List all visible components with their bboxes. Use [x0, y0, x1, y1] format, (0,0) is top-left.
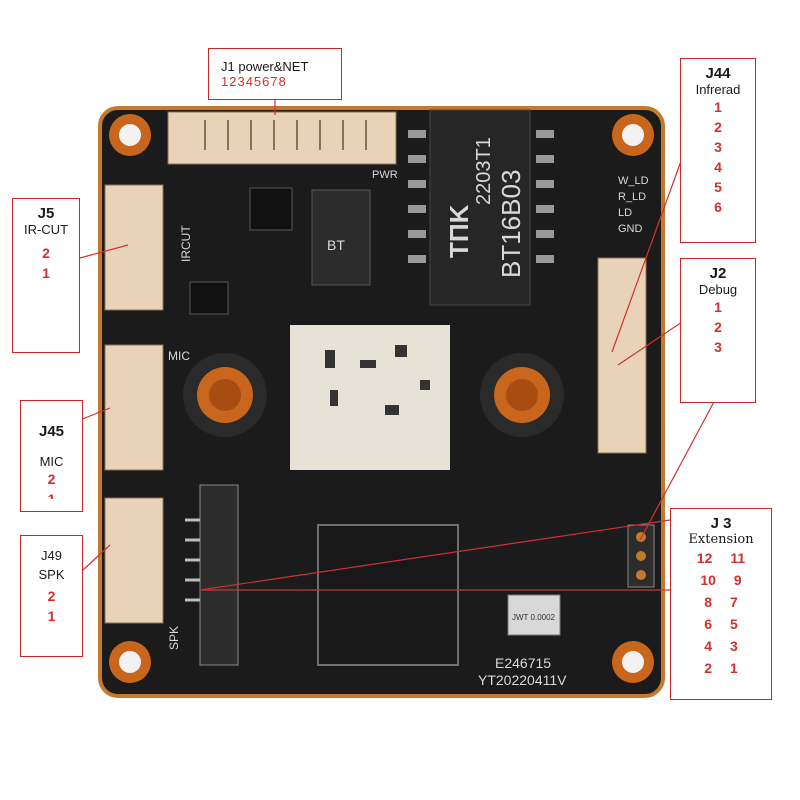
j5-subtitle: IR-CUT — [23, 222, 69, 237]
mounting-hole — [109, 641, 151, 683]
j45-connector — [104, 344, 164, 471]
j2-callout: J2 Debug 1 2 3 — [680, 258, 756, 403]
spk-silkscreen: SPK — [167, 626, 181, 650]
diode-label: BT — [327, 237, 345, 253]
j5-pin: 2 — [42, 245, 50, 261]
j2-connector — [597, 257, 647, 454]
j5-title: J5 — [37, 205, 55, 222]
j3-subtitle: Extension — [688, 532, 754, 547]
sensor-area — [290, 325, 450, 470]
j44-pin: 6 — [714, 199, 722, 215]
j49-callout: J49 SPK 2 1 — [20, 535, 83, 657]
j44-pin: 1 — [714, 99, 722, 115]
lens-mount-hole — [480, 353, 564, 437]
j44-subtitle: Infrerad — [695, 82, 741, 97]
gnd-silkscreen: GND — [618, 223, 643, 235]
j49-pin: 1 — [47, 608, 56, 624]
j3-pads — [627, 524, 655, 588]
j2-title: J2 — [709, 265, 727, 282]
ic-chip — [189, 281, 229, 315]
ircut-silkscreen: IRCUT — [179, 225, 193, 262]
j44-pin: 5 — [714, 179, 722, 195]
leader-line — [82, 544, 111, 571]
smd-component — [360, 360, 376, 368]
j5-callout: J5 IR-CUT 2 1 — [12, 198, 80, 353]
j2-subtitle: Debug — [698, 282, 738, 297]
w-ld-silkscreen: W_LD — [618, 175, 649, 187]
mounting-hole — [612, 114, 654, 156]
diode — [311, 189, 371, 286]
j44-title: J44 — [705, 65, 731, 82]
ethernet-transformer — [429, 109, 531, 306]
j45-subtitle: MIC — [39, 454, 64, 469]
smd-component — [385, 405, 399, 415]
smd-component — [330, 390, 338, 406]
ld-silkscreen: LD — [618, 207, 632, 219]
soc-chip — [317, 524, 459, 666]
leader-line — [79, 244, 129, 259]
j49-subtitle: SPK — [38, 567, 65, 582]
j2-pin: 3 — [714, 339, 722, 355]
j3-title: J 3 — [710, 515, 732, 532]
board-id-silkscreen: E246715 — [495, 655, 551, 671]
j1-title: J1 power&NET — [221, 59, 309, 74]
transformer-model-text: 2203T1 — [473, 137, 495, 205]
j1-callout: J1 power&NET 12345678 — [208, 48, 342, 100]
crystal-oscillator — [507, 594, 561, 636]
j49-connector — [104, 497, 164, 624]
smd-component — [395, 345, 407, 357]
j49-title: J49 — [41, 548, 62, 563]
leader-line — [617, 319, 686, 366]
mounting-hole — [109, 114, 151, 156]
r-ld-silkscreen: R_LD — [618, 191, 646, 203]
mic-silkscreen: MIC — [168, 349, 190, 363]
j45-pin: 1 — [47, 491, 56, 499]
j49-pin: 2 — [47, 588, 56, 604]
j2-pin: 2 — [714, 319, 722, 335]
leader-line — [79, 407, 111, 421]
j5-pin: 1 — [42, 265, 50, 281]
leader-line — [199, 519, 671, 591]
mounting-hole — [612, 641, 654, 683]
j1-connector — [167, 111, 397, 165]
transformer-brand-text: TΠK — [444, 204, 474, 258]
leader-line — [611, 149, 686, 353]
j45-title: J45 — [38, 423, 65, 440]
ic-chip — [249, 187, 293, 231]
j1-pins: 12345678 — [221, 74, 287, 89]
date-code-silkscreen: YT20220411V — [478, 672, 567, 688]
j2-pin: 1 — [714, 299, 722, 315]
smd-component — [325, 350, 335, 368]
fpc-connector — [199, 484, 239, 666]
j44-pin: 4 — [714, 159, 722, 175]
leader-line — [639, 399, 716, 541]
j44-pin: 2 — [714, 119, 722, 135]
j45-callout: J45 MIC 2 1 — [20, 400, 83, 512]
lens-mount-hole — [183, 353, 267, 437]
transformer-model-text: BT16B03 — [496, 170, 526, 278]
j45-pin: 2 — [47, 471, 56, 487]
crystal-label: JWT 0.0002 — [512, 613, 556, 622]
j44-callout: J44 Infrerad 1 2 3 4 5 6 — [680, 58, 756, 243]
j5-connector — [104, 184, 164, 311]
smd-component — [420, 380, 430, 390]
pwr-silkscreen: PWR — [372, 169, 398, 181]
j44-pin: 3 — [714, 139, 722, 155]
